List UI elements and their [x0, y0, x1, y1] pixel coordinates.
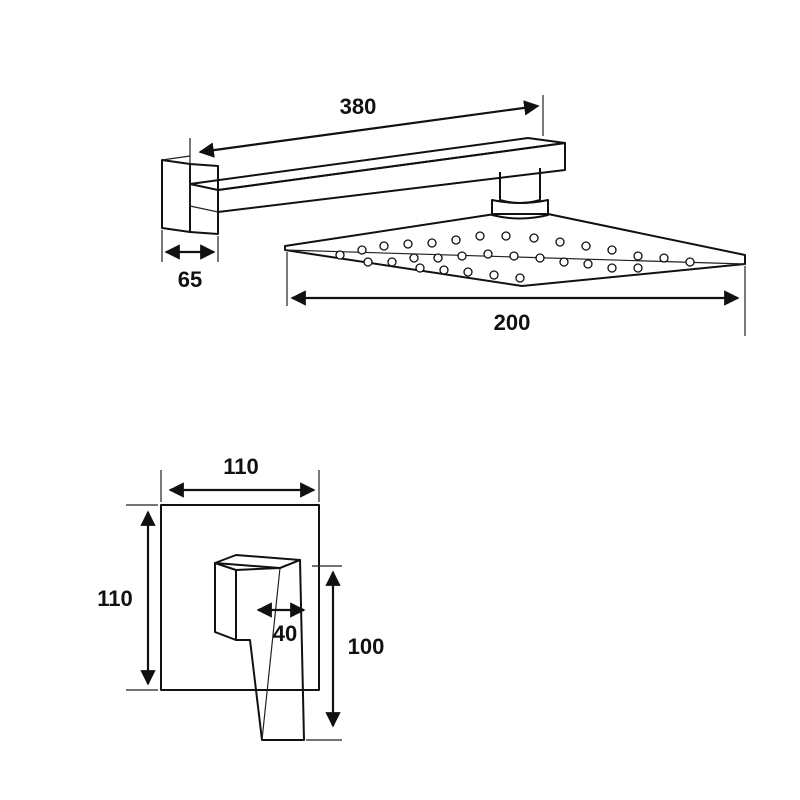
- shower-arm: [189, 137, 566, 213]
- wall-plate: [161, 155, 219, 235]
- shower-head: [284, 213, 746, 287]
- dimension-wall-plate-depth: 65: [161, 230, 219, 292]
- dimension-shower-head-width: 200: [286, 252, 746, 336]
- dimension-plate-width: 110: [160, 454, 320, 502]
- label-110-width: 110: [223, 454, 259, 479]
- dimension-plate-height: 110: [97, 504, 158, 691]
- label-380: 380: [340, 94, 377, 119]
- nozzles: [335, 231, 695, 283]
- dimension-arm-length: 380: [189, 94, 544, 180]
- dimension-handle-width: 40: [256, 602, 306, 646]
- mixer-plate: [160, 504, 320, 691]
- mixer-handle: [214, 554, 305, 741]
- label-200: 200: [494, 310, 531, 335]
- dimension-handle-height: 100: [306, 565, 385, 741]
- label-110-height: 110: [97, 586, 133, 611]
- label-40: 40: [273, 621, 297, 646]
- label-65: 65: [178, 267, 202, 292]
- label-100: 100: [348, 634, 385, 659]
